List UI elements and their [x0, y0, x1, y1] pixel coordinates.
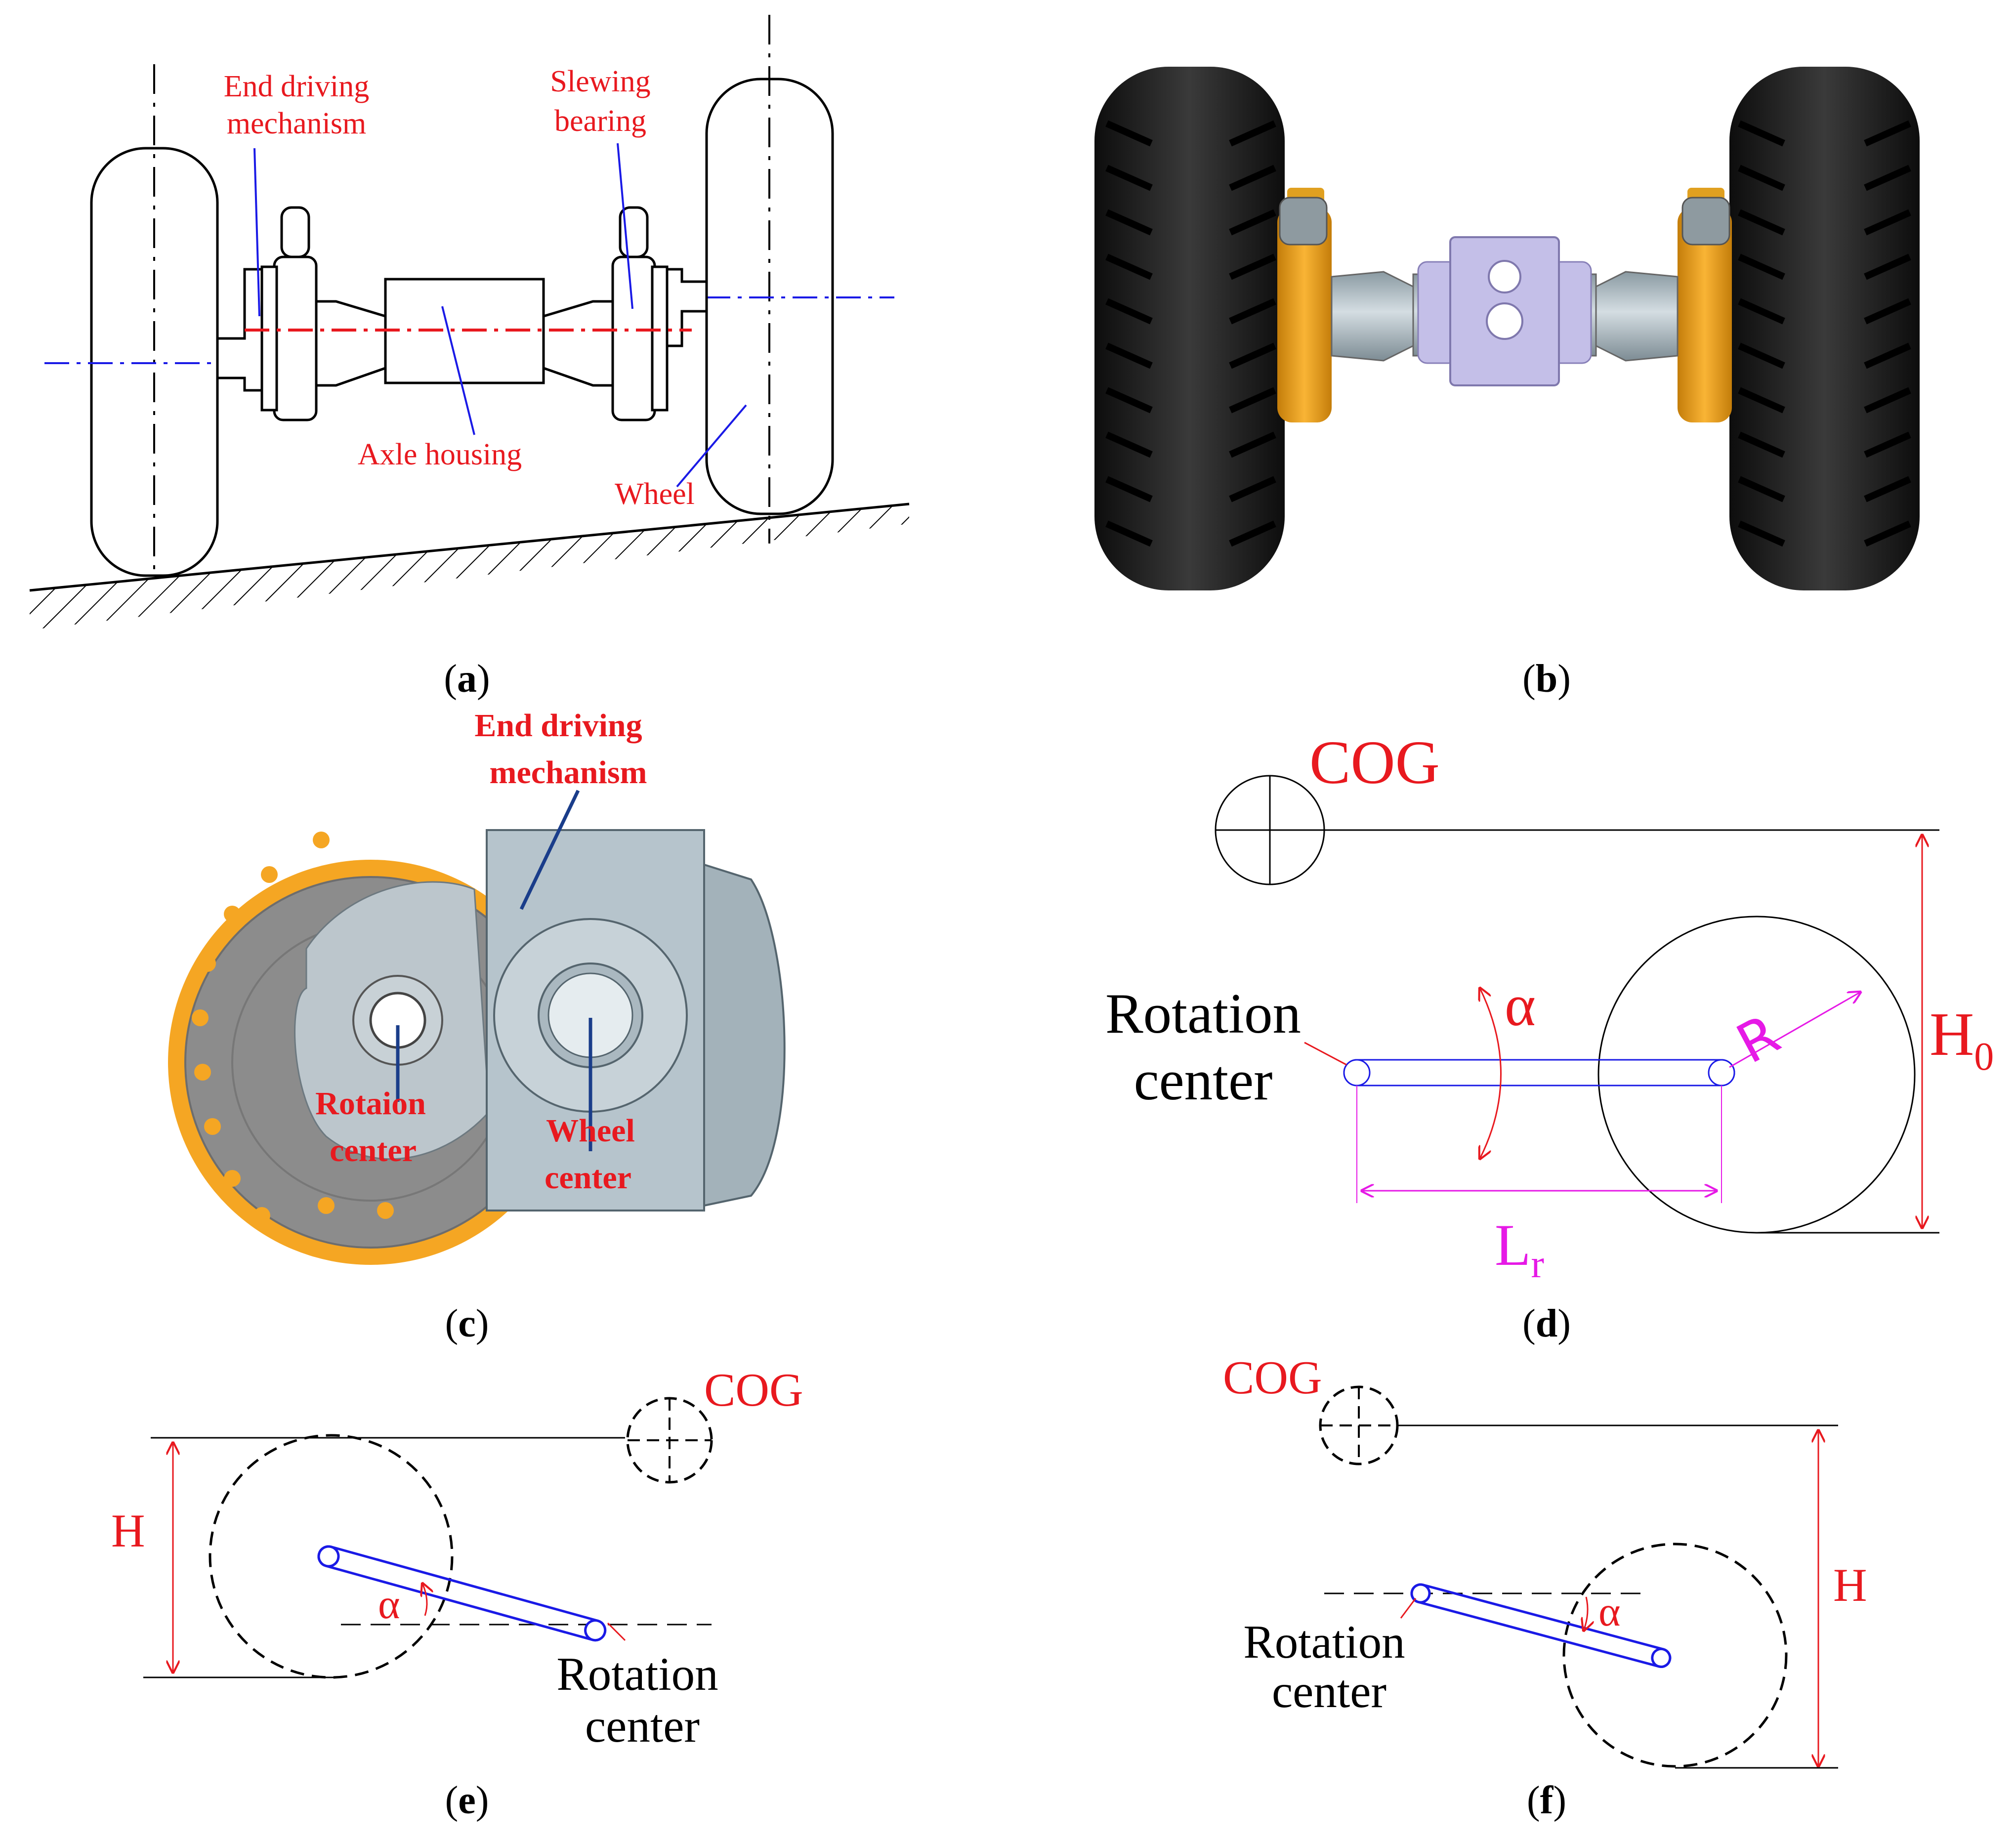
label-c-end-driving-2: mechanism: [490, 754, 647, 791]
caption-b: (b): [1522, 657, 1571, 701]
label-wheel: Wheel: [615, 477, 695, 511]
label-c-end-driving-1: End driving: [474, 708, 642, 744]
label-d-alpha: α: [1505, 972, 1536, 1038]
label-slewing-1: Slewing: [550, 65, 650, 98]
panel-f: COG H α Rotation center (f): [1223, 1351, 1867, 1822]
label-slewing-2: bearing: [554, 104, 646, 138]
label-c-rotation-2: center: [330, 1132, 417, 1169]
wheel-circle-f: [1562, 1543, 1788, 1768]
caption-a: (a): [444, 657, 490, 701]
arm-bar-e: [317, 1545, 607, 1642]
label-f-alpha: α: [1598, 1588, 1621, 1635]
wheel-circle-e: [209, 1434, 454, 1679]
label-d-lr: Lr: [1495, 1212, 1544, 1286]
label-d-h0: H0: [1930, 1001, 1994, 1079]
caption-d: (d): [1522, 1302, 1571, 1345]
label-c-wheel-2: center: [545, 1160, 631, 1196]
label-f-cog: COG: [1223, 1351, 1322, 1404]
panel-b: (b): [1094, 67, 1920, 701]
caption-f: (f): [1527, 1779, 1566, 1822]
label-d-r: R: [1726, 1002, 1790, 1076]
label-e-rotation-2: center: [585, 1700, 700, 1752]
caption-e: (e): [445, 1779, 489, 1822]
label-f-rotation-2: center: [1272, 1665, 1386, 1717]
label-c-rotation-1: Rotaion: [315, 1086, 426, 1122]
panel-c: End driving mechanism Rotaion center Whe…: [168, 708, 786, 1345]
label-e-cog: COG: [704, 1364, 803, 1416]
panel-e: COG H α Rotation center (e): [111, 1364, 803, 1822]
label-f-h: H: [1833, 1559, 1867, 1611]
left-tire: [1094, 67, 1285, 590]
label-f-rotation-1: Rotation: [1243, 1616, 1405, 1668]
label-axle-housing: Axle housing: [358, 438, 522, 471]
ground-slope: [29, 502, 910, 630]
label-d-rotation-2: center: [1134, 1049, 1273, 1112]
right-bearing-ring: [1678, 208, 1732, 422]
left-bearing-ring: [1277, 208, 1332, 422]
label-d-cog: COG: [1309, 729, 1440, 797]
label-end-driving-2: mechanism: [227, 107, 366, 140]
label-end-driving-1: End driving: [224, 70, 369, 103]
panel-d: COG H0 α R Lr Rotation center (d): [1105, 729, 1994, 1345]
label-c-wheel-1: Wheel: [546, 1113, 635, 1149]
label-d-rotation-1: Rotation: [1105, 982, 1301, 1045]
caption-c: (c): [445, 1302, 489, 1345]
label-e-rotation-1: Rotation: [556, 1648, 718, 1700]
bolt-holes: [192, 832, 394, 1224]
arm-bar-f: [1410, 1583, 1672, 1668]
label-e-h: H: [111, 1504, 145, 1557]
arm-bar: [1343, 1059, 1735, 1086]
right-tire: [1729, 67, 1920, 590]
label-e-alpha: α: [378, 1581, 400, 1628]
panel-a: End driving mechanism Slewing bearing Ax…: [29, 15, 910, 701]
